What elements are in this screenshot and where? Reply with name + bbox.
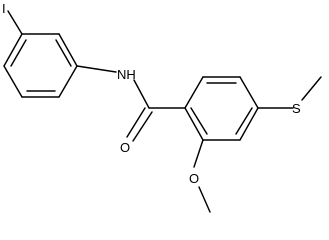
bond-ring1-double-1 [10,39,27,67]
bonds [3,10,322,213]
bond-ring2-double-3 [190,107,208,135]
atom-label-methoxy-oxygen: O [189,171,199,186]
bond-co-double-a [126,107,146,138]
bond-ring2-6 [184,107,204,141]
structure-canvas: I NH O S O [2,1,322,213]
atom-label-iodine: I [2,1,6,16]
bond-s-methyl [301,76,322,101]
bond-n-carbonyl [133,79,150,109]
bond-ring2-double-2 [235,107,253,135]
bond-ring2-4 [239,107,259,141]
bond-ring2-1 [184,76,204,109]
bond-ring1-1 [3,33,23,67]
bond-co-double-b [132,111,153,142]
bond-i-c [7,10,23,35]
bond-ring1-4 [58,65,78,98]
bond-o-methyl [198,186,211,213]
atom-label-sulfur: S [292,101,301,116]
bond-ring1-5 [58,33,78,67]
atom-label-carbonyl-oxygen: O [120,140,130,155]
bond-ring1-n [76,65,117,73]
bond-ring1-2 [3,65,23,98]
bond-ring2-3 [239,76,259,109]
molecule-structure: I NH O S O [2,1,322,213]
atom-label-nh: NH [117,67,136,82]
atom-labels: I NH O S O [2,1,301,186]
bond-ring2-o [193,139,204,168]
bond-ring1-double-3 [55,39,72,67]
